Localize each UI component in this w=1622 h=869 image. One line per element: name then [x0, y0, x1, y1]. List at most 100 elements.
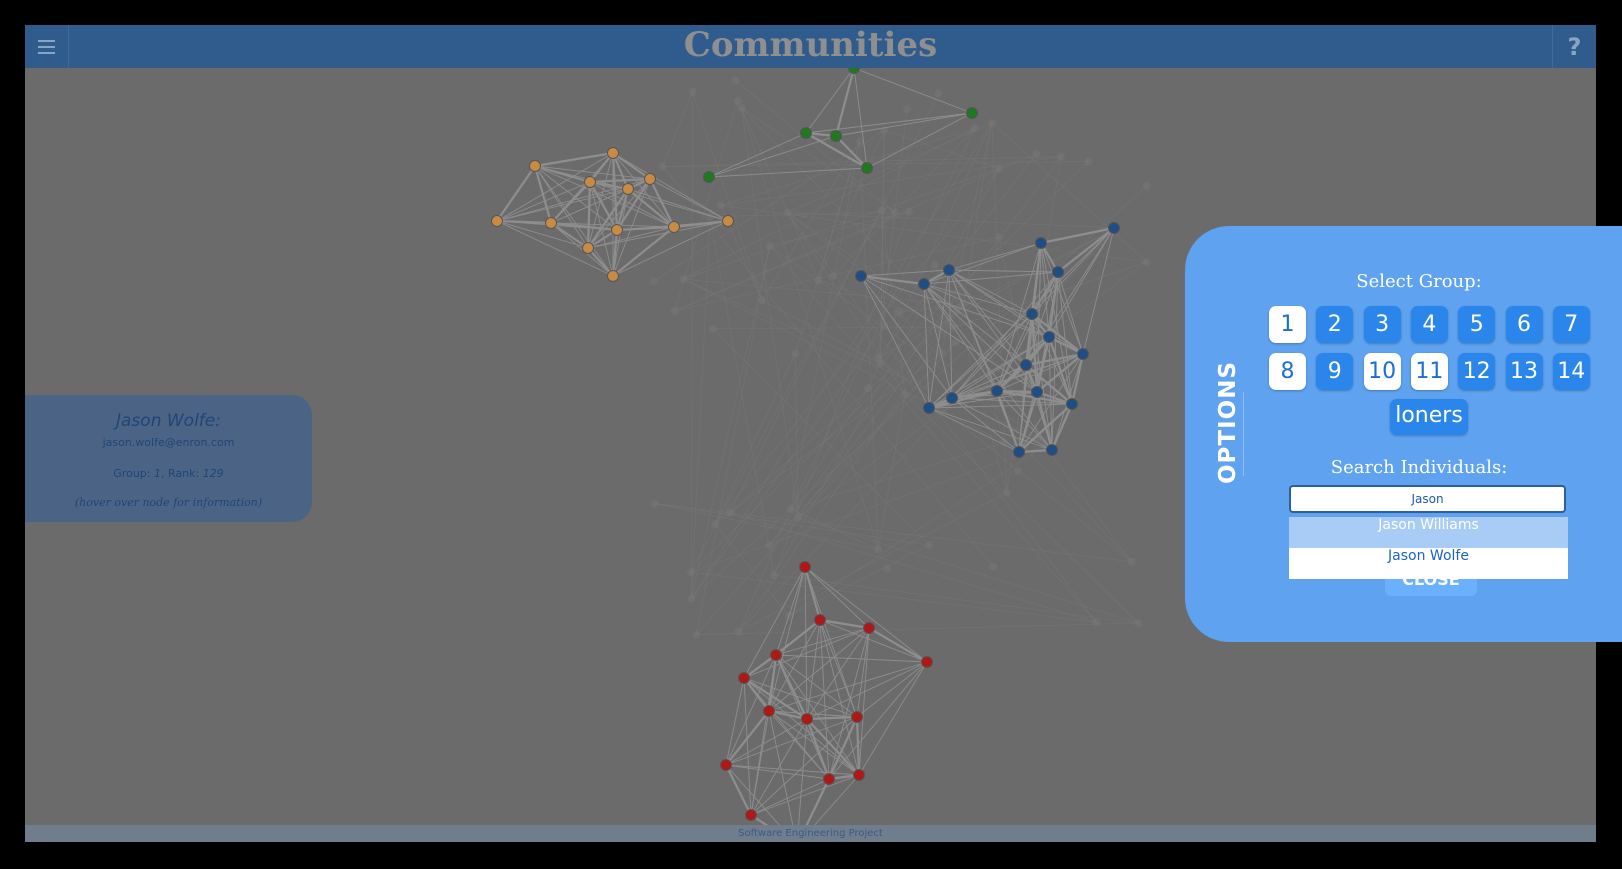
blue-node[interactable]	[1046, 444, 1058, 456]
blue-edge	[1025, 364, 1073, 405]
help-button[interactable]: ?	[1552, 25, 1596, 68]
blue-node[interactable]	[1013, 446, 1025, 458]
blue-edge	[1057, 227, 1115, 273]
background-edge	[654, 503, 1132, 563]
blue-node[interactable]	[991, 385, 1003, 397]
background-edge	[720, 156, 1062, 206]
orange-node[interactable]	[491, 215, 503, 227]
background-edge	[761, 300, 881, 364]
red-node[interactable]	[853, 769, 865, 781]
loners-button[interactable]: loners	[1390, 399, 1468, 435]
red-edge	[743, 627, 870, 679]
orange-node[interactable]	[644, 173, 656, 185]
blue-node[interactable]	[943, 264, 955, 276]
orange-node[interactable]	[584, 176, 596, 188]
group-button-6[interactable]: 6	[1505, 306, 1543, 343]
options-tab[interactable]: OPTIONS	[1205, 361, 1244, 494]
background-node	[890, 208, 899, 217]
group-button-12[interactable]: 12	[1458, 353, 1496, 390]
blue-edge	[923, 283, 1027, 366]
blue-edge	[948, 269, 1033, 315]
background-edge	[692, 91, 763, 301]
group-button-8[interactable]: 8	[1269, 353, 1306, 390]
green-node[interactable]	[800, 127, 812, 139]
group-button-11[interactable]: 11	[1410, 353, 1448, 390]
group-button-1[interactable]: 1	[1269, 306, 1306, 343]
group-button-3[interactable]: 3	[1363, 306, 1401, 343]
group-button-7[interactable]: 7	[1552, 306, 1590, 343]
group-button-5[interactable]: 5	[1458, 306, 1496, 343]
blue-edge	[1018, 403, 1073, 453]
background-node	[1127, 557, 1136, 566]
orange-edge	[534, 151, 614, 168]
orange-node[interactable]	[722, 215, 734, 227]
suggestion-item[interactable]: Jason Wolfe	[1289, 548, 1568, 579]
blue-edge	[1025, 271, 1059, 366]
background-edge	[690, 210, 883, 573]
red-edge	[819, 619, 860, 776]
green-node[interactable]	[861, 162, 873, 174]
red-edge	[743, 677, 860, 776]
orange-node[interactable]	[622, 183, 634, 195]
group-button-10[interactable]: 10	[1363, 353, 1401, 390]
group-button-9[interactable]: 9	[1316, 353, 1354, 390]
background-edge	[788, 544, 930, 616]
red-node[interactable]	[738, 672, 750, 684]
orange-node[interactable]	[607, 147, 619, 159]
red-node[interactable]	[799, 561, 811, 573]
blue-node[interactable]	[1077, 348, 1089, 360]
red-node[interactable]	[745, 809, 757, 821]
green-node[interactable]	[966, 107, 978, 119]
background-node	[1142, 181, 1151, 190]
background-node	[765, 241, 774, 250]
red-node[interactable]	[770, 649, 782, 661]
orange-node[interactable]	[582, 242, 594, 254]
blue-node[interactable]	[918, 278, 930, 290]
blue-node[interactable]	[1026, 308, 1038, 320]
red-node[interactable]	[921, 656, 933, 668]
blue-node[interactable]	[855, 270, 867, 282]
red-node[interactable]	[863, 622, 875, 634]
blue-edge	[948, 269, 1059, 273]
red-node[interactable]	[823, 773, 835, 785]
blue-node[interactable]	[923, 402, 935, 414]
green-node[interactable]	[830, 130, 842, 142]
blue-edge	[1031, 313, 1084, 355]
red-edge	[806, 661, 928, 720]
group-button-4[interactable]: 4	[1410, 306, 1448, 343]
orange-node[interactable]	[611, 224, 623, 236]
orange-node[interactable]	[529, 160, 541, 172]
search-input[interactable]	[1289, 485, 1566, 513]
group-button-2[interactable]: 2	[1316, 306, 1354, 343]
group-button-13[interactable]: 13	[1505, 353, 1543, 390]
blue-node[interactable]	[1035, 237, 1047, 249]
red-node[interactable]	[720, 759, 732, 771]
orange-node[interactable]	[668, 221, 680, 233]
suggestion-item[interactable]: Jason Williams	[1289, 517, 1568, 548]
group-button-14[interactable]: 14	[1552, 353, 1590, 390]
red-edge	[768, 710, 860, 776]
blue-node[interactable]	[1043, 331, 1055, 343]
background-edge	[795, 140, 861, 354]
orange-edge	[496, 181, 591, 222]
green-node[interactable]	[703, 171, 715, 183]
blue-node[interactable]	[1066, 398, 1078, 410]
blue-node[interactable]	[1020, 359, 1032, 371]
red-node[interactable]	[763, 705, 775, 717]
red-node[interactable]	[851, 711, 863, 723]
background-node	[679, 275, 688, 284]
menu-button[interactable]	[25, 25, 69, 68]
blue-node[interactable]	[946, 392, 958, 404]
background-node	[934, 89, 943, 98]
red-edge	[768, 566, 806, 712]
blue-edge	[1082, 227, 1115, 355]
blue-node[interactable]	[1108, 222, 1120, 234]
red-node[interactable]	[801, 713, 813, 725]
blue-node[interactable]	[1031, 386, 1043, 398]
blue-node[interactable]	[1052, 266, 1064, 278]
orange-edge	[534, 165, 675, 228]
orange-node[interactable]	[607, 270, 619, 282]
orange-node[interactable]	[545, 217, 557, 229]
red-node[interactable]	[814, 614, 826, 626]
background-edge	[662, 166, 994, 568]
